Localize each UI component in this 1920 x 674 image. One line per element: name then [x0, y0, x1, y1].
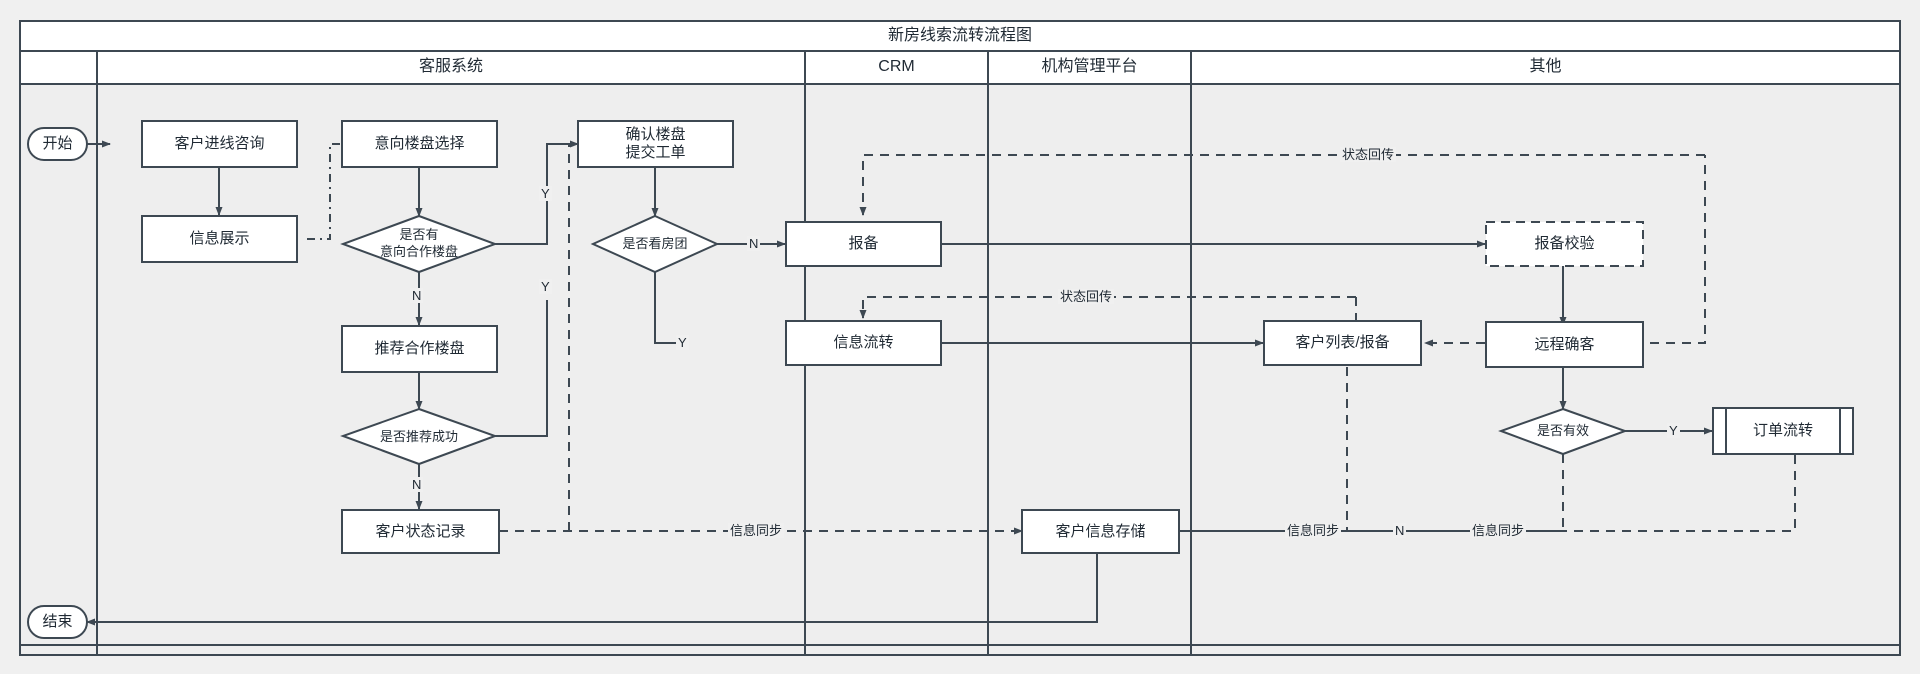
node-rec-success — [340, 407, 498, 466]
node-is-tour — [590, 214, 720, 274]
lane-header-crm: CRM — [878, 58, 915, 75]
node-end — [27, 605, 88, 639]
edge-label-sync-2: 信息同步 — [1285, 523, 1342, 538]
edge-label-rec-success-n: N — [410, 477, 424, 492]
node-order-flow — [1712, 407, 1854, 455]
node-confirm-order — [577, 120, 734, 168]
node-cust-list — [1263, 320, 1422, 366]
lane-header-kefu: 客服系统 — [418, 58, 483, 75]
lane-header-jigou: 机构管理平台 — [1041, 58, 1138, 75]
edge-label-sync-1: 信息同步 — [728, 523, 785, 538]
node-has-intent — [340, 214, 498, 274]
lane-header-qita: 其他 — [1529, 58, 1562, 75]
node-shapes — [27, 120, 1854, 639]
edge-label-has-intent-y: Y — [539, 186, 552, 201]
edge-label-has-intent-n: N — [410, 288, 424, 303]
node-filing — [785, 221, 942, 267]
node-inquiry — [141, 120, 298, 168]
node-recommend — [341, 325, 498, 373]
node-is-valid — [1498, 407, 1628, 456]
node-info-show — [141, 215, 298, 263]
node-remote-conf — [1485, 321, 1644, 368]
edge-label-rec-success-y: Y — [539, 279, 552, 294]
node-estate-pick — [341, 120, 498, 168]
node-start — [27, 127, 88, 161]
diagram-title: 新房线索流转流程图 — [887, 27, 1032, 44]
node-info-flow — [785, 320, 942, 366]
node-filing-check — [1485, 221, 1644, 267]
edge-label-is-valid-y: Y — [1667, 423, 1680, 438]
edge-label-is-tour-y: Y — [676, 335, 689, 350]
edge-label-status-back-1: 状态回传 — [1340, 147, 1397, 162]
edge-label-sync-3: 信息同步 — [1470, 523, 1527, 538]
edge-label-is-tour-n: N — [747, 236, 761, 251]
edge-label-status-back-2: 状态回传 — [1058, 289, 1115, 304]
node-info-store — [1021, 509, 1180, 554]
node-status-log — [341, 509, 500, 554]
edge-label-is-valid-n: N — [1393, 523, 1407, 538]
